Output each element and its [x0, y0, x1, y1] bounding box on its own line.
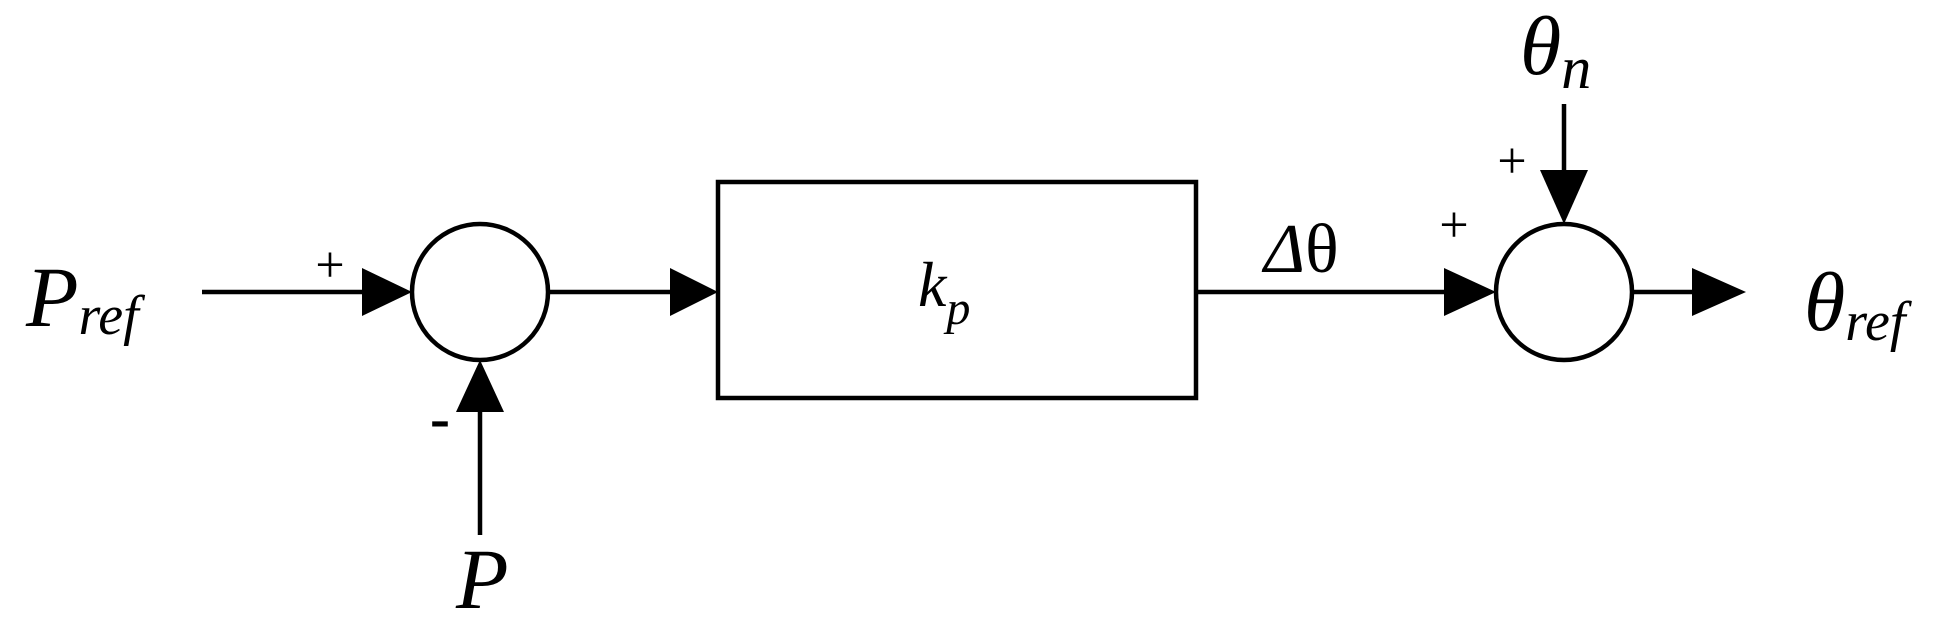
sum2-delta-sign: +	[1436, 197, 1471, 254]
summing-junction-2	[1493, 221, 1635, 363]
sum1-ref-sign: +	[312, 237, 347, 294]
sum2-theta-n-sign: +	[1494, 133, 1529, 190]
delta-theta-arrowhead	[1444, 268, 1496, 316]
p-ref-label: Pref	[25, 249, 146, 347]
theta-n-arrowhead	[1540, 170, 1588, 224]
gain-label: kp	[918, 249, 970, 335]
p-label: P	[455, 531, 509, 627]
sum1-to-gain-arrowhead	[670, 268, 718, 316]
delta-theta-label: Δθ	[1261, 211, 1339, 288]
p-feedback-arrowhead	[456, 360, 504, 412]
gain-block	[715, 179, 1199, 401]
theta-n-label: θn	[1520, 0, 1591, 101]
theta-ref-arrowhead	[1692, 268, 1746, 316]
sum1-feedback-sign: -	[430, 385, 450, 451]
p-ref-arrowhead	[362, 268, 412, 316]
theta-ref-label: θref	[1804, 256, 1913, 353]
summing-junction-1	[409, 221, 551, 363]
